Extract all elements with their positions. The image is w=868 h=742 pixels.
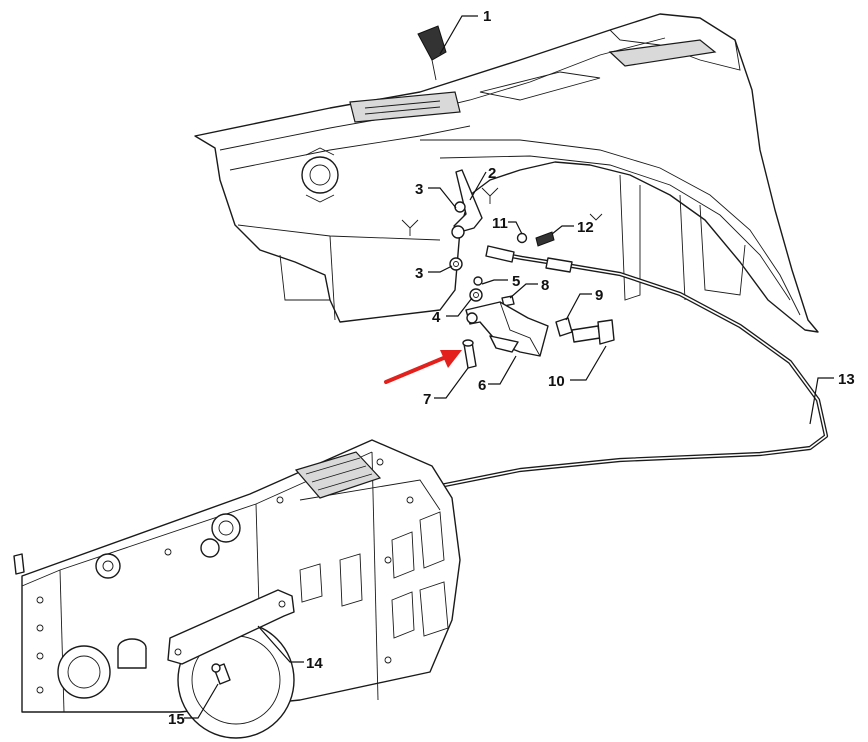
callout-3a: 3 — [415, 181, 423, 198]
spacer-and-bolt — [555, 317, 615, 345]
callout-12: 12 — [577, 219, 594, 236]
callout-5: 5 — [512, 273, 520, 290]
callout-1: 1 — [483, 8, 491, 25]
support-plate — [167, 589, 295, 685]
transmission-housing — [13, 439, 461, 739]
callout-labels: 1 2 3 3 4 5 6 7 8 9 10 11 12 13 14 15 — [168, 8, 855, 728]
callout-10: 10 — [548, 373, 565, 390]
callout-3b: 3 — [415, 265, 423, 282]
red-pointer-arrow-icon — [384, 350, 462, 384]
callout-13: 13 — [838, 371, 855, 388]
callout-15: 15 — [168, 711, 185, 728]
cable-bracket — [462, 301, 549, 369]
small-hardware — [469, 231, 555, 307]
callout-2: 2 — [488, 165, 496, 182]
callout-6: 6 — [478, 377, 486, 394]
lever-knob — [417, 25, 447, 81]
fender-housing — [194, 13, 819, 333]
callout-4: 4 — [432, 309, 441, 326]
callout-11: 11 — [492, 215, 508, 232]
callout-9: 9 — [595, 287, 603, 304]
callout-8: 8 — [541, 277, 549, 294]
callout-7: 7 — [423, 391, 431, 408]
callout-14: 14 — [306, 655, 323, 672]
leader-lines — [184, 15, 834, 719]
